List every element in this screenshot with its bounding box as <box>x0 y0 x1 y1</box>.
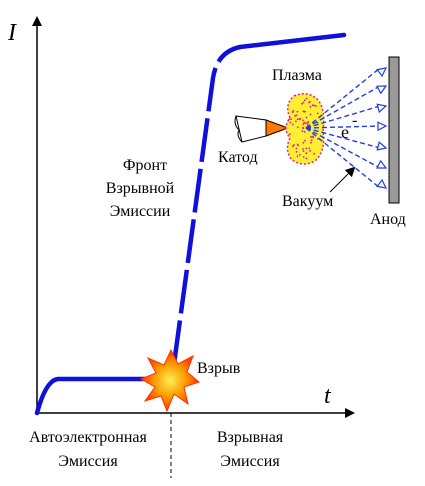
plasma-particle <box>305 147 308 150</box>
plasma-particle <box>305 152 308 155</box>
x-axis-label: t <box>324 383 332 409</box>
explosion-burst-icon <box>139 348 201 413</box>
explosion-label: Взрыв <box>197 360 241 377</box>
plasma-particle <box>301 102 303 105</box>
electron-ray <box>305 125 381 129</box>
plasma-particle <box>303 121 306 124</box>
plasma-particle <box>292 123 294 126</box>
current-plateau-high <box>237 32 347 50</box>
plasma-particle <box>302 156 305 158</box>
plasma-particle <box>295 120 297 123</box>
electron-label: e <box>341 122 349 142</box>
plasma-particle <box>302 119 304 122</box>
plasma-particle <box>302 150 305 153</box>
electron-ray <box>305 127 381 149</box>
plasma-particle <box>303 110 305 113</box>
anode-label: Анод <box>370 211 406 228</box>
plasma-particle <box>301 130 304 133</box>
plasma-particle <box>311 135 313 138</box>
y-axis-label: I <box>7 20 17 46</box>
plasma-particle <box>308 101 310 104</box>
plasma-particle <box>293 144 295 146</box>
electron-arrowhead <box>376 159 388 169</box>
electron-arrowhead <box>376 178 388 189</box>
plasma-particle <box>303 130 306 133</box>
plasma-particle <box>290 118 292 120</box>
explosive-emission-label-line2: Эмиссия <box>220 453 280 470</box>
plasma-particle <box>296 143 299 146</box>
cathode-label: Катод <box>218 149 258 166</box>
electron-ray <box>305 105 381 129</box>
explosive-emission-label-line1: Взрывная <box>217 429 284 446</box>
current-front-dashed <box>171 44 241 365</box>
anode-plate <box>388 56 400 204</box>
plasma-particle <box>302 123 305 126</box>
plasma-particle <box>310 139 313 142</box>
plasma-particle <box>305 122 307 124</box>
plasma-particle <box>309 105 312 108</box>
plasma-particle <box>305 97 308 100</box>
plasma-particle <box>313 104 316 107</box>
electron-arrowhead <box>376 85 388 95</box>
cathode-body <box>235 115 267 143</box>
plasma-particle <box>313 152 316 155</box>
plasma-particle <box>311 104 314 107</box>
electron-arrowhead <box>377 121 388 132</box>
electron-arrowhead <box>376 141 388 151</box>
plasma-particle <box>295 114 298 117</box>
electron-charge: - <box>352 112 357 129</box>
plasma-particle <box>305 157 308 160</box>
plasma-particle <box>316 112 319 115</box>
plasma-particle <box>289 121 292 124</box>
plasma-particle <box>309 150 311 152</box>
plasma-particle <box>305 116 308 119</box>
plasma-particle <box>315 105 317 107</box>
electron-arrowhead <box>376 67 388 78</box>
plasma-particle <box>295 150 298 153</box>
plasma-particle <box>296 118 299 121</box>
plasma-label: Плазма <box>272 67 322 84</box>
plasma-particle <box>309 113 312 116</box>
current-plateau-low <box>34 376 165 416</box>
front-label-line3: Эмиссии <box>110 203 171 220</box>
vacuum-pointer <box>329 166 356 193</box>
electron-rays <box>305 67 388 189</box>
cathode-break-edge <box>234 115 243 143</box>
plasma-particle <box>302 148 304 150</box>
plasma-particle <box>297 126 299 129</box>
cathode-tip <box>265 119 290 137</box>
plasma-particle <box>302 141 305 144</box>
plasma-particle <box>308 147 311 150</box>
vacuum-label: Вакуум <box>282 193 333 210</box>
plasma-particle <box>289 133 291 136</box>
electron-ray <box>305 127 381 169</box>
plasma-particle <box>304 139 306 142</box>
plasma-particle <box>295 147 298 150</box>
plasma-particle <box>292 145 294 148</box>
plasma-particle <box>292 110 295 112</box>
plasma-particle <box>296 110 299 113</box>
front-label-line1: Фронт <box>123 157 167 174</box>
front-label-line2: Взрывной <box>106 180 175 197</box>
plasma-particle <box>288 118 291 121</box>
electron-ray <box>305 85 381 129</box>
plasma-particle <box>310 141 312 144</box>
auto-emission-label-line1: Автоэлектронная <box>29 429 147 446</box>
plasma-particles <box>288 97 321 160</box>
plasma-particle <box>298 153 301 156</box>
plasma-particle <box>294 115 296 117</box>
plasma-particle <box>303 99 306 102</box>
plasma-particle <box>306 123 309 126</box>
plasma-particle <box>302 101 305 104</box>
auto-emission-label-line2: Эмиссия <box>58 453 118 470</box>
electron-arrowhead <box>376 103 388 114</box>
plasma-particle <box>302 126 304 129</box>
plasma-particle <box>296 155 299 158</box>
plasma-particle <box>307 121 310 123</box>
plasma-particle <box>298 118 301 121</box>
plasma-cloud <box>285 93 325 165</box>
